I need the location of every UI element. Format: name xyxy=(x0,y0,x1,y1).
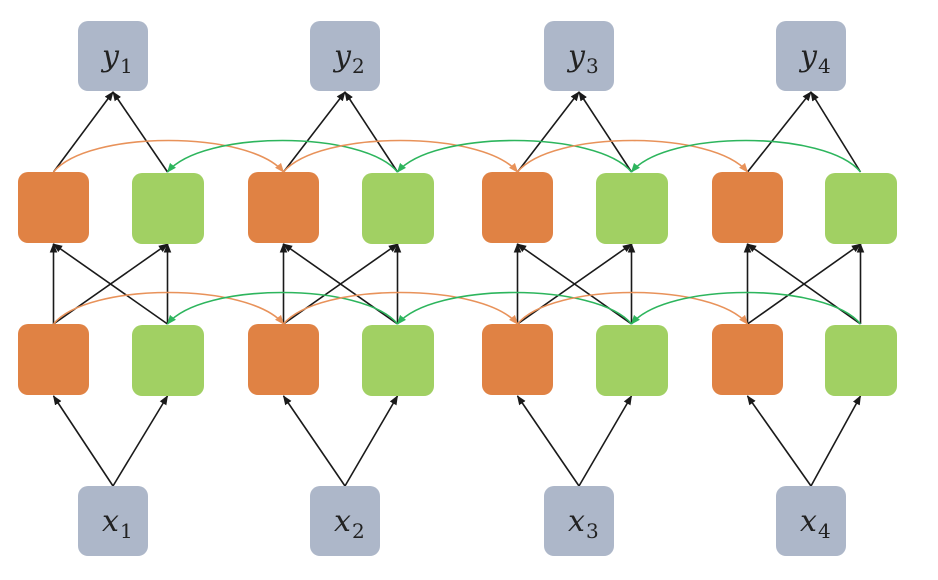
output-node-y1-label: y xyxy=(100,39,120,74)
output-node-y1-box xyxy=(78,21,148,91)
l1-forward-arc-3-to-4 xyxy=(516,291,749,325)
l2-forward-arc-2-to-3 xyxy=(282,139,519,173)
l2-forward-cell-4 xyxy=(712,172,783,243)
input-node-x3-subscript: 3 xyxy=(586,519,599,543)
edges-layer xyxy=(49,91,865,487)
input-node-x1-box xyxy=(78,486,148,556)
edge-x1-to-l1-backward xyxy=(112,395,169,487)
output-node-y2-label: y xyxy=(332,39,352,74)
input-node-x4-box xyxy=(776,486,846,556)
l2-forward-arc-1-to-2 xyxy=(52,139,285,173)
l1-backward-arc-3-to-2 xyxy=(396,291,633,325)
l2-forward-cell-3 xyxy=(482,172,553,243)
input-node-x2-box xyxy=(310,486,380,556)
edge-x2-to-l1-backward xyxy=(344,395,399,487)
output-node-y3-label: y xyxy=(566,39,586,74)
input-node-x1-subscript: 1 xyxy=(120,519,133,543)
l2-backward-cell-2 xyxy=(362,173,434,244)
edge-x3-to-l1-backward xyxy=(578,395,633,487)
output-node-y4-box xyxy=(776,21,846,91)
output-node-y3-box xyxy=(544,21,614,91)
output-node-y1-subscript: 1 xyxy=(120,54,133,78)
input-node-x4-subscript: 4 xyxy=(818,519,831,543)
l1-backward-arc-4-to-3 xyxy=(630,291,862,325)
l2-backward-cell-3 xyxy=(596,173,668,244)
output-node-y2-box xyxy=(310,21,380,91)
l1-backward-arc-2-to-1 xyxy=(166,291,399,325)
output-node-y3-subscript: 3 xyxy=(586,54,599,78)
edge-l2f4-to-y4 xyxy=(746,91,812,173)
l1-backward-cell-3 xyxy=(596,325,668,396)
l1-forward-arc-2-to-3 xyxy=(282,291,519,325)
edge-l2b3-to-y3 xyxy=(578,91,633,173)
edge-l2f2-to-y2 xyxy=(282,91,346,173)
edge-l1b1-to-l2f1 xyxy=(52,243,168,325)
l2-forward-cell-1 xyxy=(18,172,89,243)
input-node-x2-label: x xyxy=(334,504,351,539)
l1-forward-arc-1-to-2 xyxy=(52,291,285,325)
edge-x4-to-l1-forward xyxy=(746,395,812,487)
l1-forward-cell-3 xyxy=(482,324,553,395)
input-node-x3-box xyxy=(544,486,614,556)
edge-x4-to-l1-backward xyxy=(810,395,862,487)
l1-backward-cell-4 xyxy=(825,325,897,396)
output-node-y2-subscript: 2 xyxy=(352,54,365,78)
l1-backward-cell-1 xyxy=(132,325,204,396)
output-node-y4-subscript: 4 xyxy=(818,54,831,78)
edge-l2b1-to-y1 xyxy=(112,91,169,173)
edge-l2b4-to-y4 xyxy=(810,91,862,173)
output-node-y4-label: y xyxy=(798,39,818,74)
l2-backward-cell-1 xyxy=(132,173,204,244)
l2-backward-cell-4 xyxy=(825,173,897,244)
input-node-x3-label: x xyxy=(568,504,585,539)
input-node-x4-label: x xyxy=(800,504,817,539)
l2-forward-arc-3-to-4 xyxy=(516,139,749,173)
input-node-x1-label: x xyxy=(102,504,119,539)
l2-backward-arc-3-to-2 xyxy=(396,139,633,173)
l2-backward-arc-4-to-3 xyxy=(630,139,862,173)
edge-l2f3-to-y3 xyxy=(516,91,580,173)
edge-l2f1-to-y1 xyxy=(52,91,114,173)
edge-x1-to-l1-forward xyxy=(52,395,114,487)
l2-backward-arc-2-to-1 xyxy=(166,139,399,173)
recurrent-arcs-layer xyxy=(52,139,862,325)
l1-backward-cell-2 xyxy=(362,325,434,396)
edge-x2-to-l1-forward xyxy=(282,395,346,487)
l1-forward-cell-4 xyxy=(712,324,783,395)
input-node-x2-subscript: 2 xyxy=(352,519,365,543)
edge-x3-to-l1-forward xyxy=(516,395,580,487)
edge-l2b2-to-y2 xyxy=(344,91,399,173)
l1-forward-cell-1 xyxy=(18,324,89,395)
l2-forward-cell-2 xyxy=(248,172,319,243)
l1-forward-cell-2 xyxy=(248,324,319,395)
